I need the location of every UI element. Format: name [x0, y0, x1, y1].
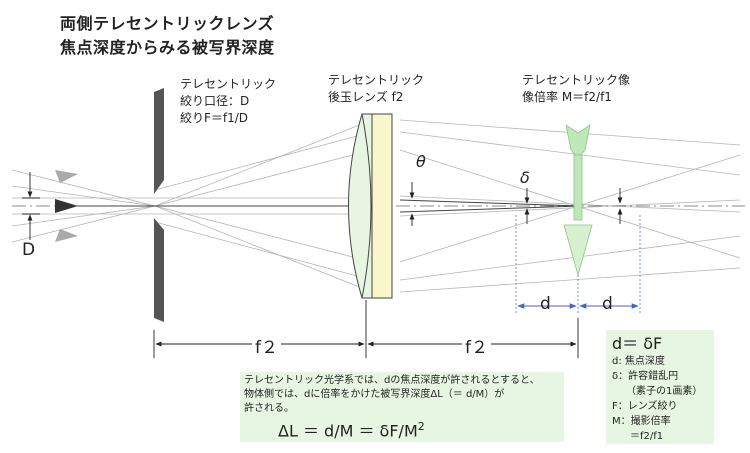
delta-symbol: δ: [520, 168, 530, 187]
aperture-label-line: 絞りF＝f1/D: [180, 111, 249, 125]
aperture-stop-upper: [154, 88, 164, 194]
object-arrows: [55, 170, 78, 242]
note-formula: ΔL ＝ d/M ＝ δF/M2: [244, 416, 560, 442]
title-line-1: 両側テレセントリックレンズ: [60, 14, 275, 33]
chief-rays: [60, 199, 581, 213]
note-line: テレセントリック光学系では、dの焦点深度が許されるとすると、: [244, 375, 540, 386]
rear-lens-label: テレセントリック 後玉レンズ f2: [328, 72, 424, 106]
aperture-label-line: 絞り口径：D: [180, 94, 250, 108]
note-line: 物体側では、dに倍率をかけた被写界深度ΔL（＝ d/M）が: [244, 389, 505, 400]
legend-item: M：撮影倍率: [612, 416, 671, 427]
f2-right-label: f２: [462, 333, 491, 358]
legend-item: d: 焦点深度: [612, 356, 665, 367]
legend-item: （素子の1画素）: [626, 386, 703, 397]
note-line: 許される。: [244, 403, 294, 414]
image-label-line: テレセントリック像: [522, 73, 631, 87]
aperture-d-symbol: D: [22, 240, 36, 260]
rear-lens-label-line: テレセントリック: [328, 73, 425, 87]
legend-item: δ：許容錯乱円: [612, 371, 679, 382]
image-label-line: 像倍率 M＝f2/f1: [522, 90, 612, 104]
f2-left-label: f２: [252, 333, 281, 358]
legend-item: ＝f2/f1: [630, 431, 664, 442]
aperture-label-line: テレセントリック: [180, 77, 277, 91]
focal-depth-left-label: d: [540, 294, 551, 314]
delta-markers: [524, 188, 623, 224]
d-aperture-dimension: [22, 172, 40, 240]
theta-symbol: θ: [416, 152, 426, 171]
title-line-2: 焦点深度からみる被写界深度: [60, 38, 275, 57]
image-arrow: [563, 124, 593, 277]
focal-depth-right-label: d: [602, 294, 613, 314]
aperture-stop-lower: [154, 218, 164, 322]
legend-box: d＝ δF d: 焦点深度 δ：許容錯乱円 （素子の1画素） F：レンズ絞り M…: [606, 330, 714, 444]
note-box: テレセントリック光学系では、dの焦点深度が許されるとすると、 物体側では、dに倍…: [240, 372, 564, 442]
note-formula-text: ΔL ＝ d/M ＝ δF/M: [278, 421, 418, 441]
aperture-label: テレセントリック 絞り口径：D 絞りF＝f1/D: [180, 76, 276, 127]
image-label: テレセントリック像 像倍率 M＝f2/f1: [522, 72, 630, 106]
rear-lens-label-line: 後玉レンズ f2: [328, 90, 404, 104]
note-formula-exponent: 2: [417, 420, 425, 433]
legend-item: F：レンズ絞り: [612, 401, 678, 412]
rear-lens: [348, 113, 393, 299]
depth-guides: [515, 215, 641, 314]
legend-heading: d＝ δF: [612, 334, 663, 353]
f2-dimension: [153, 300, 579, 358]
